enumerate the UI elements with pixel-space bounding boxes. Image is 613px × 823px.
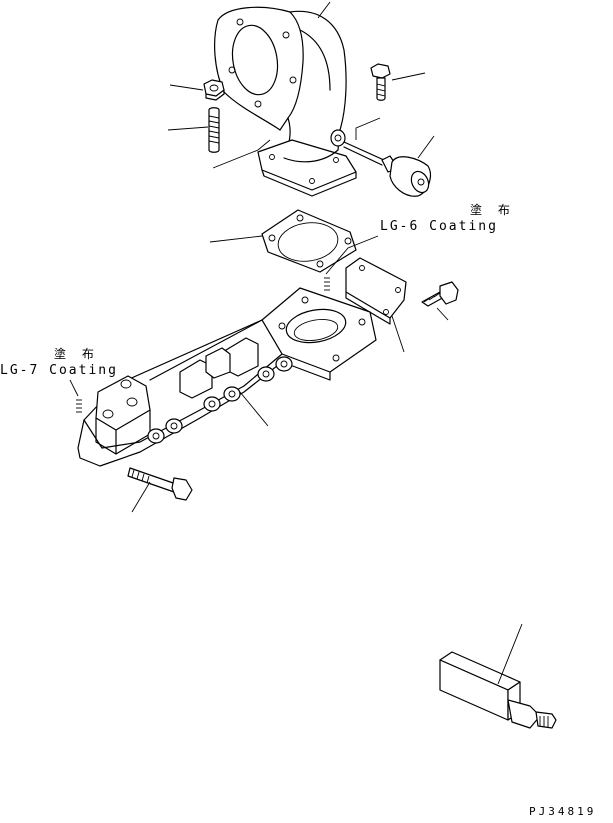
leader-bolt-right [436,307,449,321]
lg6-coating-mark [324,277,330,291]
lg6-coating-label: LG-6 Coating [380,219,498,234]
leader-small-bolt [391,72,426,81]
leader-sensor [417,135,435,159]
lg7-coating-label: LG-7 Coating [0,363,118,378]
lg6-coating-jp: 塗 布 [470,203,516,217]
nut [203,79,225,101]
leader-bolt-to-boss [355,117,381,140]
flange-bolt-right [421,281,459,307]
leader-gasket [209,235,263,243]
exhaust-manifold [77,287,377,467]
drawing-code: PJ34819 [529,805,597,818]
sensor [343,141,431,197]
leader-stud-to-flange [212,139,271,169]
leader-stud [167,126,209,131]
lg7-coating-jp: 塗 布 [54,347,100,361]
leader-nut [169,84,204,91]
stud-bolt [208,107,220,153]
small-bolt [370,63,391,101]
leader-lg7 [69,379,79,397]
leader-tool [497,623,523,685]
lg7-coating-mark [76,399,82,413]
leader-lg6 [325,235,379,275]
leader-elbow [317,1,331,19]
leader-long-bolt [131,481,151,513]
elbow-pipe [214,6,357,197]
leader-manifold [239,391,269,427]
leader-cover [391,315,405,353]
tool [439,651,557,729]
gasket [261,209,357,273]
long-bolt [127,467,193,501]
